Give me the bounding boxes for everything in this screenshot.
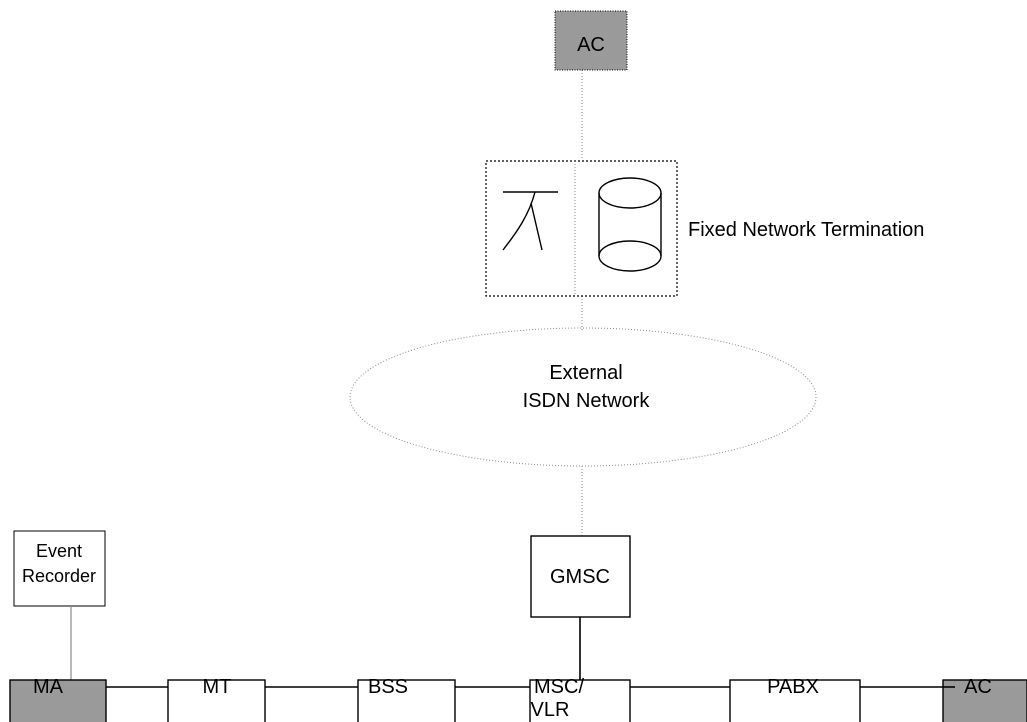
switch-icon	[502, 191, 558, 251]
pabx-label: PABX	[767, 676, 819, 698]
ac-top-label: AC	[577, 34, 605, 56]
external-isdn-network-line1: External	[549, 362, 622, 384]
fixed-network-termination-label: Fixed Network Termination	[688, 219, 924, 241]
ac-right-box	[942, 679, 1027, 722]
database-icon	[598, 177, 662, 272]
event-recorder-line1: Event	[36, 541, 82, 561]
gmsc-box	[530, 535, 631, 618]
external-isdn-network-line2: ISDN Network	[523, 390, 651, 412]
mt-box	[167, 679, 266, 722]
fixed-network-termination-box	[485, 160, 678, 297]
ma-box	[9, 679, 107, 722]
bss-label: BSS	[368, 676, 408, 698]
event-recorder-box	[13, 530, 106, 607]
msc-vlr-box	[529, 679, 631, 722]
gmsc-label: GMSC	[550, 566, 610, 588]
ac-right-label: AC	[964, 676, 992, 698]
ma-label: MA	[33, 676, 64, 698]
external-isdn-network	[349, 327, 817, 467]
event-recorder-line2: Recorder	[22, 566, 96, 586]
pabx-box	[729, 679, 861, 722]
mt-label: MT	[203, 676, 232, 698]
msc-vlr-line1: MSC/	[534, 676, 584, 698]
bss-box	[357, 679, 456, 722]
ac-top-box	[554, 10, 628, 71]
msc-vlr-line2: VLR	[531, 699, 570, 721]
